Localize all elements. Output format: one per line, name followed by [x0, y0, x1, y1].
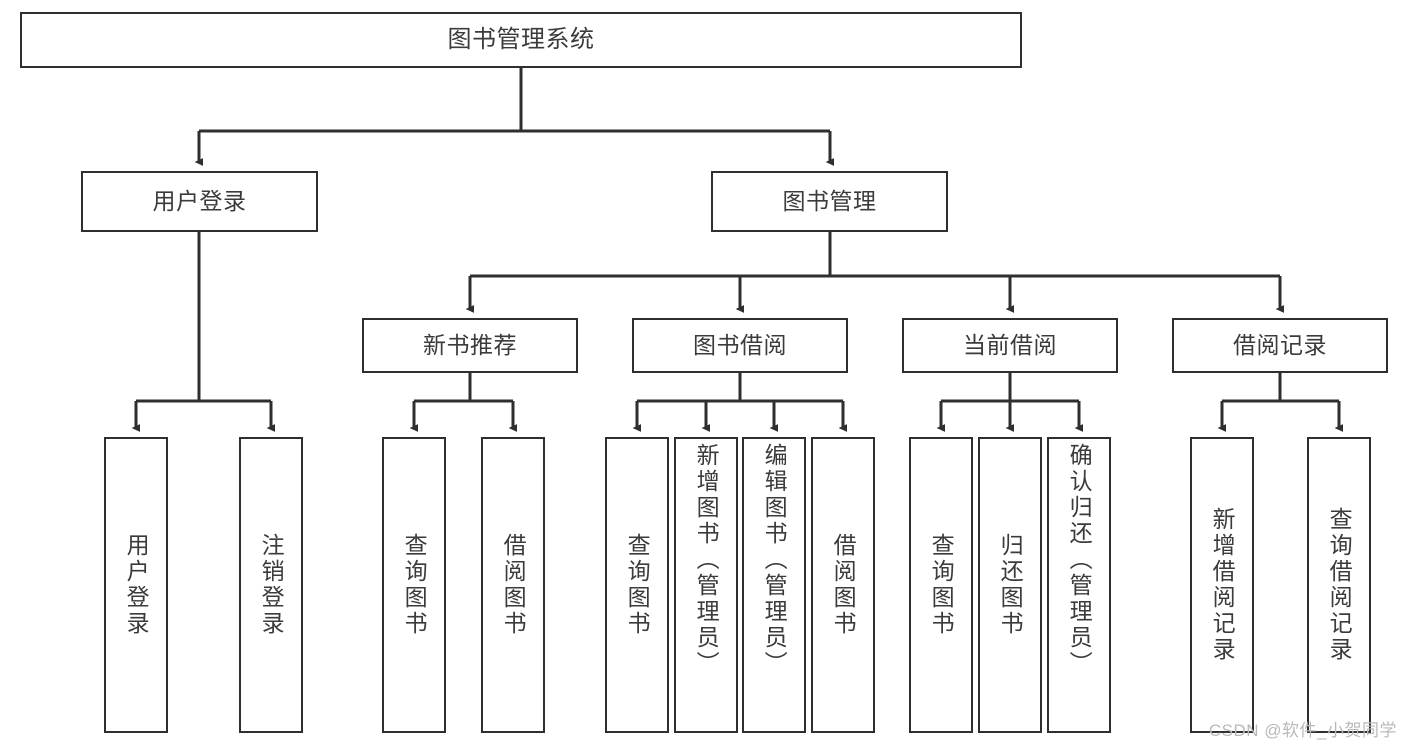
node-label: 查询图书: [928, 533, 955, 637]
node-label: 用户登录: [152, 187, 247, 214]
node-leaf-query-book-3[interactable]: 查询图书: [909, 437, 973, 733]
node-root-book-management-system[interactable]: 图书管理系统: [20, 12, 1022, 68]
node-label: 图书管理: [782, 187, 877, 214]
node-label: 查询图书: [401, 533, 428, 637]
node-leaf-query-book-2[interactable]: 查询图书: [605, 437, 669, 733]
node-label: 借阅图书: [500, 533, 527, 637]
node-label: 图书管理系统: [447, 25, 595, 53]
node-label: 确认归还（管理员）: [1066, 443, 1093, 677]
node-leaf-confirm-return-admin[interactable]: 确认归还（管理员）: [1047, 437, 1111, 733]
node-label: 用户登录: [123, 533, 150, 637]
node-label: 编辑图书（管理员）: [761, 443, 788, 677]
node-leaf-user-login[interactable]: 用户登录: [104, 437, 168, 733]
node-leaf-return-book[interactable]: 归还图书: [978, 437, 1042, 733]
node-new-book-recommendation[interactable]: 新书推荐: [362, 318, 578, 373]
node-label: 查询图书: [624, 533, 651, 637]
node-leaf-logout[interactable]: 注销登录: [239, 437, 303, 733]
node-label: 借阅记录: [1233, 331, 1327, 358]
node-label: 归还图书: [997, 533, 1024, 637]
node-label: 新增借阅记录: [1209, 507, 1236, 663]
node-label: 新书推荐: [423, 331, 517, 358]
node-leaf-borrow-book-2[interactable]: 借阅图书: [811, 437, 875, 733]
node-leaf-add-borrow-record[interactable]: 新增借阅记录: [1190, 437, 1254, 733]
node-label: 当前借阅: [963, 331, 1057, 358]
node-book-management[interactable]: 图书管理: [711, 171, 948, 232]
node-label: 借阅图书: [830, 533, 857, 637]
node-borrowing-record[interactable]: 借阅记录: [1172, 318, 1388, 373]
node-current-borrowing[interactable]: 当前借阅: [902, 318, 1118, 373]
node-label: 注销登录: [258, 533, 285, 637]
node-leaf-edit-book-admin[interactable]: 编辑图书（管理员）: [742, 437, 806, 733]
node-book-borrowing[interactable]: 图书借阅: [632, 318, 848, 373]
node-leaf-query-borrow-record[interactable]: 查询借阅记录: [1307, 437, 1371, 733]
node-leaf-borrow-book-1[interactable]: 借阅图书: [481, 437, 545, 733]
node-label: 新增图书（管理员）: [693, 443, 720, 677]
node-leaf-add-book-admin[interactable]: 新增图书（管理员）: [674, 437, 738, 733]
node-label: 图书借阅: [693, 331, 787, 358]
node-user-login[interactable]: 用户登录: [81, 171, 318, 232]
node-leaf-query-book-1[interactable]: 查询图书: [382, 437, 446, 733]
node-label: 查询借阅记录: [1326, 507, 1353, 663]
